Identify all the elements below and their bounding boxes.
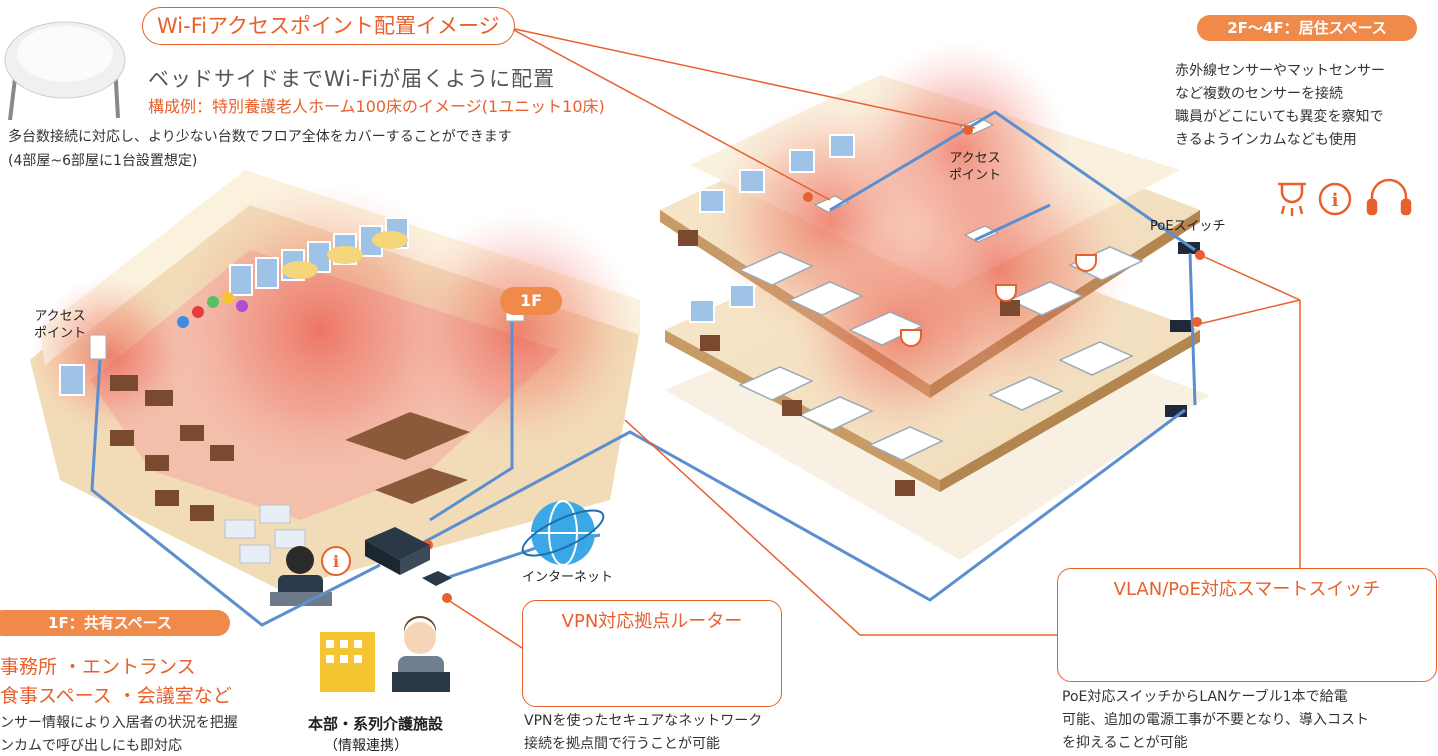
svg-text:i: i: [333, 552, 339, 571]
residential-line-4: きるようインカムなども使用: [1175, 132, 1357, 148]
svg-text:i: i: [1332, 190, 1339, 211]
leader-lines: [394, 27, 1301, 649]
vpn-router-box: VPN対応拠点ルーター: [522, 600, 782, 707]
first-floor-building: i: [30, 170, 640, 606]
description: 多台数接続に対応し、より少ない台数でフロア全体をカバーすることができます: [8, 129, 512, 145]
smart-switch-description: PoE対応スイッチからLANケーブル1本で給電 可能、追加の電源工事が不要となり…: [1062, 686, 1369, 755]
ap-label-upper: アクセス ポイント: [945, 150, 1005, 184]
smart-switch-box: VLAN/PoE対応スマートスイッチ: [1057, 568, 1437, 682]
info-circle-icon: [1318, 182, 1352, 216]
vpn-router-title: VPN対応拠点ルーター: [561, 611, 743, 632]
description-note: (4部屋~6部屋に1台設置想定): [8, 153, 198, 169]
residential-line-2: など複数のセンサーを接続: [1175, 86, 1343, 102]
internet-label: インターネット: [522, 570, 614, 585]
ap-label-1f: アクセス ポイント: [30, 308, 90, 342]
subtitle: ベッドサイドまでWi-Fiが届くように配置: [148, 67, 556, 91]
ap-label-1f-line-1: アクセス: [34, 309, 86, 324]
diagram-title: Wi-Fiアクセスポイント配置イメージ: [142, 7, 515, 45]
upper-floors-building: [660, 40, 1210, 560]
shared-line-1: 事務所 ・エントランス: [0, 656, 196, 678]
smart-switch-title: VLAN/PoE対応スマートスイッチ: [1113, 579, 1381, 600]
residential-line-1: 赤外線センサーやマットセンサー: [1175, 63, 1385, 79]
residential-description: 赤外線センサーやマットセンサー など複数のセンサーを接続 職員がどこにいても異変…: [1175, 60, 1385, 152]
ap-label-upper-line-2: ポイント: [948, 168, 1001, 183]
hq-subtitle: （情報連携）: [324, 738, 408, 754]
smart-switch-line-1: PoE対応スイッチからLANケーブル1本で給電: [1062, 689, 1348, 705]
vpn-line-1: VPNを使ったセキュアなネットワーク: [524, 713, 763, 729]
smart-switch-line-3: を抑えることが可能: [1062, 735, 1188, 751]
poe-switch-label: PoEスイッチ: [1150, 219, 1226, 234]
floor-1f-tag: 1F: [500, 287, 562, 315]
camera-dome-icon: [1278, 182, 1306, 216]
ap-label-upper-line-1: アクセス: [949, 151, 1001, 166]
internet-globe-icon: [521, 500, 605, 566]
ap-label-1f-line-2: ポイント: [33, 326, 86, 341]
shared-line-2: 食事スペース ・会議室など: [0, 685, 232, 707]
shared-note-2: ンカムで呼び出しにも即対応: [0, 738, 182, 754]
headset-icon: [1366, 178, 1412, 216]
access-point-product-image: [4, 21, 126, 121]
hq-title: 本部・系列介護施設: [308, 715, 444, 733]
smart-switch-line-2: 可能、追加の電源工事が不要となり、導入コスト: [1062, 712, 1370, 728]
shared-space-tag: 1F：共有スペース: [0, 610, 230, 636]
vpn-description: VPNを使ったセキュアなネットワーク 接続を拠点間で行うことが可能: [524, 710, 762, 756]
shared-note-1: ンサー情報により入居者の状況を把握: [0, 715, 238, 731]
residential-line-3: 職員がどこにいても異変を察知で: [1175, 109, 1384, 125]
residential-tag: 2F～4F：居住スペース: [1197, 15, 1417, 41]
hq-illustration: [320, 616, 450, 692]
vpn-line-2: 接続を拠点間で行うことが可能: [524, 736, 720, 752]
example-note: 構成例：特別養護老人ホーム100床のイメージ(1ユニット10床): [148, 97, 605, 116]
